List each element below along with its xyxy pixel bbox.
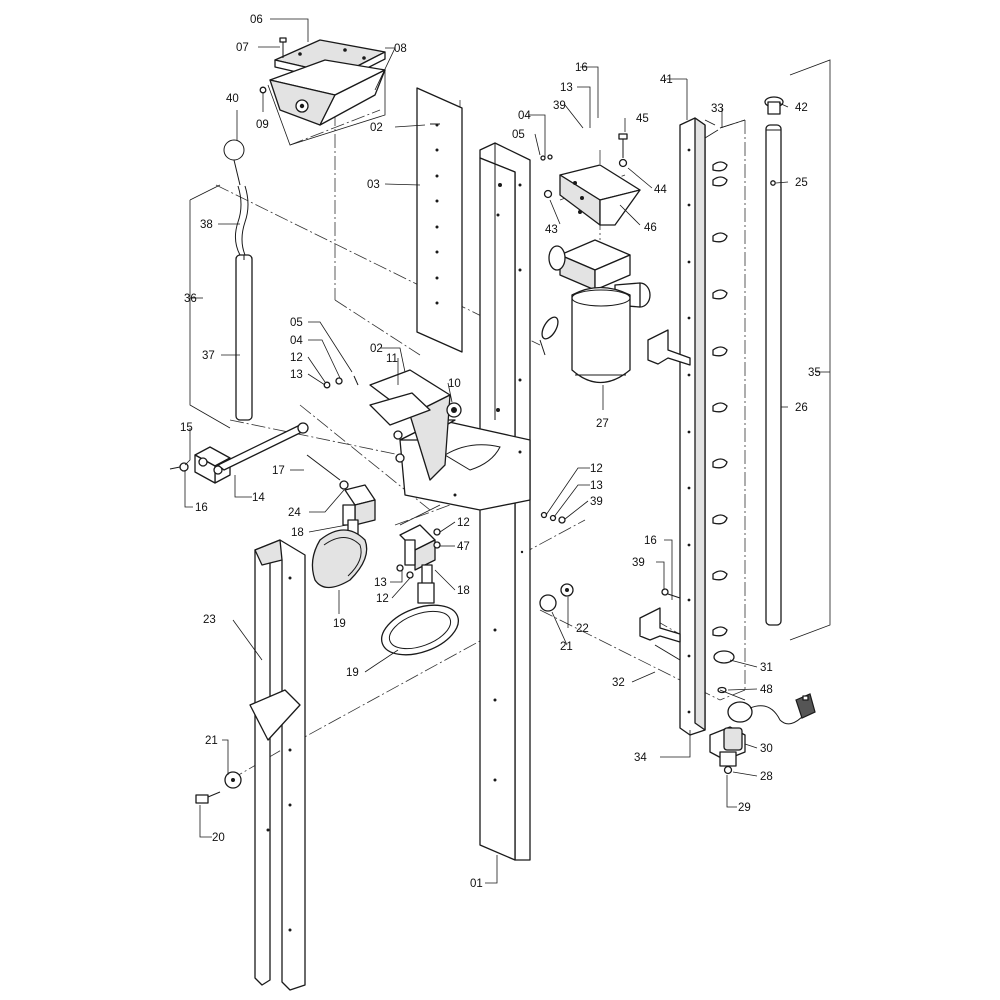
- callout-16-top: 16: [575, 62, 588, 74]
- sensor-assembly: [709, 650, 816, 775]
- callout-04-top: 04: [518, 110, 531, 122]
- callout-29: 29: [738, 802, 751, 814]
- callout-13-right: 13: [590, 480, 603, 492]
- callout-01: 01: [470, 878, 483, 890]
- callout-33: 33: [711, 103, 724, 115]
- callout-13-mid: 13: [290, 369, 303, 381]
- callout-07: 07: [236, 42, 249, 54]
- callout-40: 40: [226, 93, 239, 105]
- callout-24: 24: [288, 507, 301, 519]
- perforated-strip: [416, 87, 463, 353]
- callout-13-top: 13: [560, 82, 573, 94]
- mirror-assembly: [306, 454, 459, 656]
- callout-39-rail: 39: [632, 557, 645, 569]
- callout-16-left: 16: [195, 502, 208, 514]
- callout-08: 08: [394, 43, 407, 55]
- callout-10: 10: [448, 378, 461, 390]
- callout-12-mid: 12: [290, 352, 303, 364]
- callout-39-right: 39: [590, 496, 603, 508]
- filter-bracket: [540, 133, 641, 226]
- callout-31: 31: [760, 662, 773, 674]
- callout-34: 34: [634, 752, 647, 764]
- top-cap-assembly: [259, 37, 386, 126]
- callout-37: 37: [202, 350, 215, 362]
- callout-27: 27: [596, 418, 609, 430]
- callout-12-right: 12: [590, 463, 603, 475]
- callout-21-right: 21: [560, 641, 573, 653]
- callout-09: 09: [256, 119, 269, 131]
- washer-nut-right: [539, 583, 574, 612]
- callout-06: 06: [250, 14, 263, 26]
- callout-42: 42: [795, 102, 808, 114]
- callout-48: 48: [760, 684, 773, 696]
- pin-clip: [539, 316, 559, 356]
- callout-03: 03: [367, 179, 380, 191]
- callout-36: 36: [184, 293, 197, 305]
- callout-28: 28: [760, 771, 773, 783]
- hose-rail: [679, 117, 728, 736]
- callout-46: 46: [644, 222, 657, 234]
- callout-39-top: 39: [553, 100, 566, 112]
- callout-12-clip: 12: [457, 517, 470, 529]
- callout-30: 30: [760, 743, 773, 755]
- callout-45: 45: [636, 113, 649, 125]
- callout-05-top: 05: [512, 129, 525, 141]
- callout-17: 17: [272, 465, 285, 477]
- callout-47: 47: [457, 541, 470, 553]
- callout-16-right: 16: [644, 535, 657, 547]
- bounding-frames: [189, 59, 831, 701]
- callout-25: 25: [795, 177, 808, 189]
- pin-chain-assembly: [223, 139, 253, 421]
- leader-lines: [184, 18, 830, 884]
- callout-14: 14: [252, 492, 265, 504]
- callout-44: 44: [654, 184, 667, 196]
- callout-04-mid: 04: [290, 335, 303, 347]
- callout-11: 11: [386, 353, 398, 365]
- callout-41: 41: [660, 74, 673, 86]
- rail-brackets: [639, 329, 691, 661]
- callout-18-right: 18: [457, 585, 470, 597]
- callout-19-lower: 19: [346, 667, 359, 679]
- callout-22: 22: [576, 623, 589, 635]
- callout-32: 32: [612, 677, 625, 689]
- filter-housing: [548, 239, 651, 383]
- callout-35: 35: [808, 367, 821, 379]
- axle-assembly: [169, 422, 309, 484]
- callout-38: 38: [200, 219, 213, 231]
- hardware-mid-right: [540, 511, 566, 524]
- callout-15: 15: [180, 422, 193, 434]
- callout-20: 20: [212, 832, 225, 844]
- callout-labels: 06 07 08 40 09 02 03 16 13 39 04 05 41 3…: [180, 14, 821, 890]
- callout-05-mid: 05: [290, 317, 303, 329]
- callout-18-left: 18: [291, 527, 304, 539]
- callout-13-clip: 13: [374, 577, 387, 589]
- bracket-assembly: [323, 369, 462, 481]
- tube: [764, 96, 784, 626]
- left-rail: [249, 539, 306, 991]
- callout-02-top: 02: [370, 122, 383, 134]
- callout-21-left: 21: [205, 735, 218, 747]
- callout-02-mid: 02: [370, 343, 383, 355]
- callout-43: 43: [545, 224, 558, 236]
- callout-26: 26: [795, 402, 808, 414]
- callout-19-upper: 19: [333, 618, 346, 630]
- callout-23: 23: [203, 614, 216, 626]
- callout-12-clip-lower: 12: [376, 593, 389, 605]
- bolt-washer-lower: [195, 771, 242, 804]
